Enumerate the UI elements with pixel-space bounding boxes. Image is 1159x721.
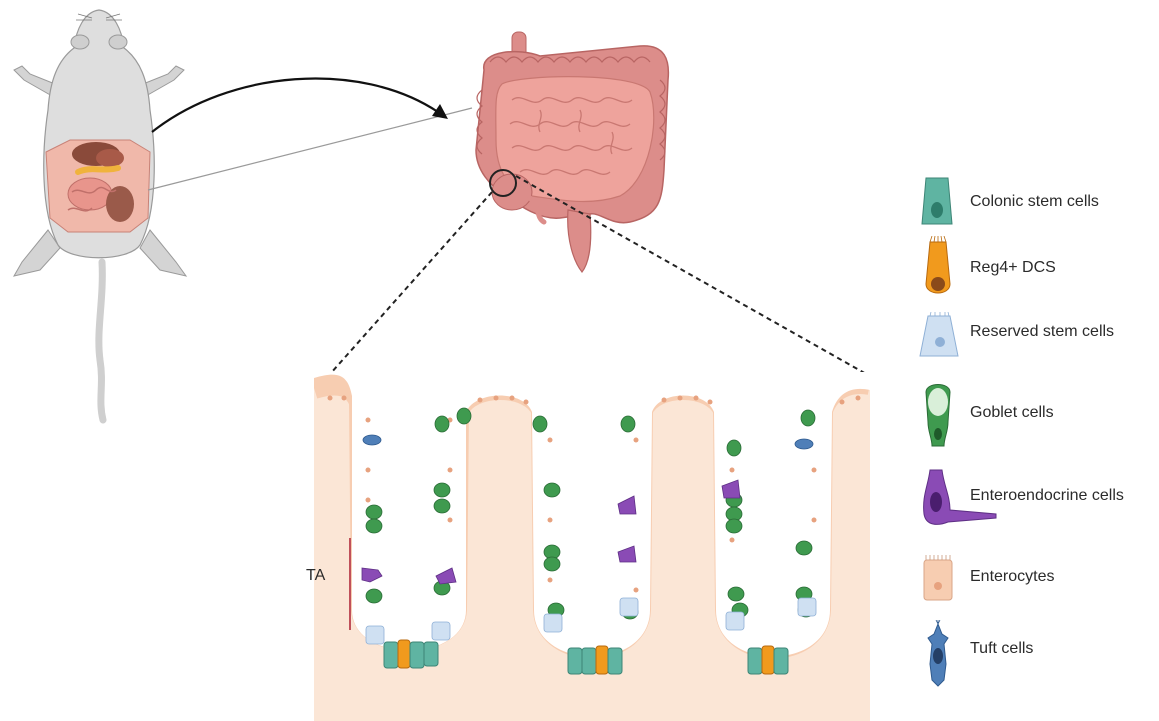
connector-line bbox=[148, 108, 472, 190]
colon-illustration bbox=[476, 32, 668, 272]
legend-label: Reserved stem cells bbox=[970, 323, 1114, 341]
legend: Colonic stem cells Reg4+ DCS Reserved st… bbox=[918, 0, 1159, 721]
zoom-line-left bbox=[331, 192, 492, 373]
legend-label: Tuft cells bbox=[970, 640, 1033, 658]
legend-label: Goblet cells bbox=[970, 404, 1054, 422]
legend-item-enterocytes: Enterocytes bbox=[918, 554, 1159, 614]
tuft-cell-icon bbox=[918, 620, 958, 688]
legend-item-goblet: Goblet cells bbox=[918, 382, 1159, 442]
legend-item-tuft: Tuft cells bbox=[918, 620, 1159, 680]
legend-label: Reg4+ DCS bbox=[970, 259, 1056, 277]
legend-item-enteroendocrine: Enteroendocrine cells bbox=[918, 466, 1159, 526]
mouse-illustration bbox=[14, 10, 186, 420]
crypt-section bbox=[314, 372, 870, 721]
arrow-to-colon bbox=[152, 79, 448, 132]
legend-label: Colonic stem cells bbox=[970, 193, 1099, 211]
reserved-stem-cell-icon bbox=[918, 312, 962, 362]
legend-item-reserved-stem: Reserved stem cells bbox=[918, 312, 1159, 372]
goblet-cell-icon bbox=[918, 382, 958, 450]
legend-item-reg4-dcs: Reg4+ DCS bbox=[918, 236, 1159, 296]
enterocyte-icon bbox=[918, 554, 958, 604]
reg4-dcs-cell-icon bbox=[918, 236, 958, 300]
legend-label: Enterocytes bbox=[970, 568, 1054, 586]
ta-label: TA bbox=[306, 567, 325, 585]
colonic-stem-cell-icon bbox=[918, 172, 958, 232]
legend-item-colonic-stem: Colonic stem cells bbox=[918, 172, 1159, 232]
legend-label: Enteroendocrine cells bbox=[970, 487, 1124, 505]
